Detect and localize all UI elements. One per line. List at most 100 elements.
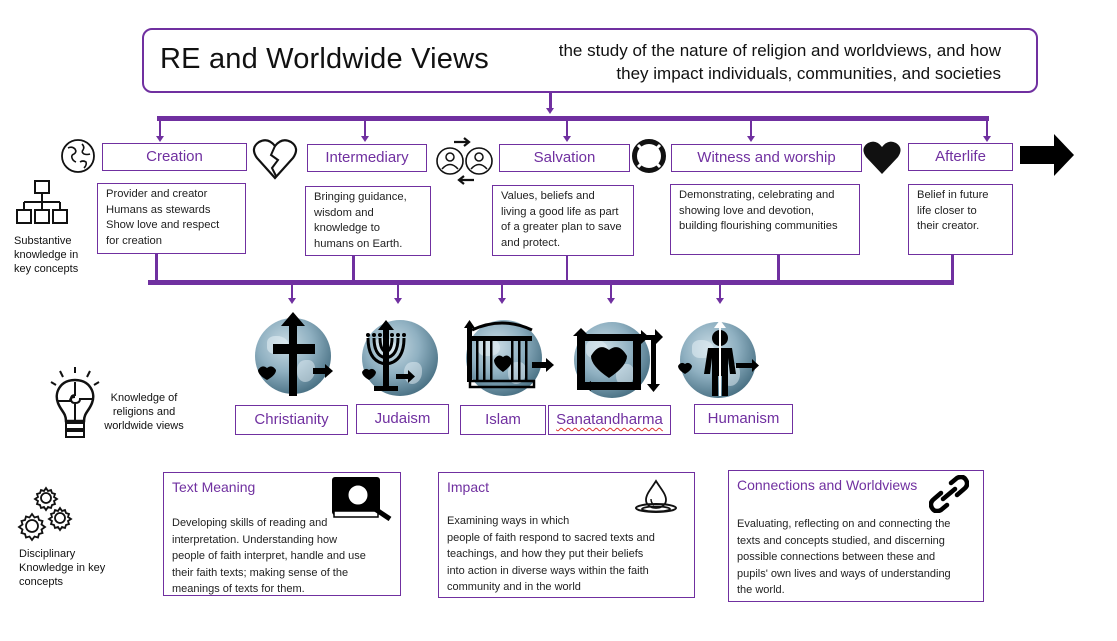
desc-line: Humans as stewards [106,203,211,216]
drop-line-salvation [566,121,568,137]
disciplinary-text: Evaluating, reflecting on and connecting… [737,516,951,599]
text-line: into action in diverse ways within the f… [447,564,649,577]
side-label-line: Knowledge of [110,392,178,404]
religion-label-sanatandharma: Sanatandharma [548,405,671,435]
text-line: possible connections between these and [737,551,936,563]
text-line: the world. [737,584,785,596]
rise-line-afterlife [951,255,954,282]
desc-line: Provider and creator [106,188,208,200]
rise-line-salvation [566,256,568,282]
drop-arrow-humanism [716,298,724,304]
broken-heart-icon [252,138,298,180]
desc-line: Show love and respect [106,219,220,231]
concept-desc-salvation: Values, beliefs and living a good life a… [492,185,634,256]
text-line: Developing skills of reading and [172,517,328,529]
heart-icon [862,140,902,176]
concept-label-afterlife: Afterlife [908,143,1013,171]
concept-desc-witness-and-worship: Demonstrating, celebrating and showing l… [670,184,860,255]
drop-arrow-witness [747,136,755,142]
disciplinary-title: Connections and Worldviews [737,477,918,493]
mosque-gate-icon [464,318,559,396]
desc-line: Belief in future [917,189,989,201]
gears-icon [16,486,78,544]
heart-frame-icon [569,326,675,396]
disciplinary-text: Developing skills of reading and interpr… [172,515,366,598]
concept-label-salvation: Salvation [499,144,630,172]
side-label-line: Knowledge in key [19,562,106,574]
globe-icon [60,138,96,174]
side-label-line: Disciplinary [19,548,76,560]
side-label-line: key concepts [14,263,79,275]
drop-arrow-christianity [288,298,296,304]
connector-arrow [546,108,554,114]
religion-label-judaism: Judaism [356,404,449,434]
subtitle-line-2: they impact individuals, communities, an… [616,64,1001,83]
desc-line: humans on Earth. [314,237,403,250]
concept-label-creation: Creation [102,143,247,171]
text-line: people of faith interpret, handle and us… [172,550,366,562]
page-title: RE and Worldwide Views [160,43,489,75]
drop-line-judaism [397,285,399,299]
desc-line: of a greater plan to save [501,221,622,233]
side-label-line: Substantive [14,235,72,247]
desc-line: building flourishing communities [679,220,838,232]
drop-line-intermediary [364,121,366,137]
religion-label-islam: Islam [460,405,546,435]
drop-arrow-judaism [394,298,402,304]
rise-line-creation [155,254,158,282]
side-label-line: concepts [19,576,64,588]
subtitle-line-1: the study of the nature of religion and … [558,41,1001,60]
side-label-disciplinary: Disciplinary Knowledge in key concepts [19,547,105,589]
concept-desc-intermediary: Bringing guidance, wisdom and knowledge … [305,186,431,256]
drop-line-sanatandharma [610,285,612,299]
drop-line-islam [501,285,503,299]
desc-line: wisdom and [314,206,374,219]
water-drop-icon [633,479,679,515]
hierarchy-icon [16,180,68,226]
side-label-substantive: Substantive knowledge in key concepts [14,234,78,276]
puzzle-lightbulb-icon [48,365,102,443]
drop-arrow-salvation [563,136,571,142]
concept-desc-creation: Provider and creator Humans as stewards … [97,183,246,254]
chain-link-icon [929,475,969,513]
human-figure-icon [676,318,768,398]
concept-label-intermediary: Intermediary [307,144,427,172]
desc-line: and protect. [501,236,561,249]
side-label-line: religions and [112,406,176,418]
menorah-icon [336,318,436,396]
connector-title [549,93,552,111]
religion-label-humanism: Humanism [694,404,793,434]
text-line: interpretation. Understanding how [172,533,338,546]
disciplinary-title: Text Meaning [172,479,256,495]
text-line: texts and concepts studied, and discerni… [737,534,945,547]
right-arrow-icon [1020,134,1076,176]
side-label-line: worldwide views [104,420,184,432]
text-line: people of faith respond to sacred texts … [447,531,655,544]
drop-line-humanism [719,285,721,299]
drop-line-afterlife [986,121,988,137]
drop-arrow-intermediary [361,136,369,142]
drop-arrow-sanatandharma [607,298,615,304]
desc-line: living a good life as part [501,205,619,218]
desc-line: knowledge to [314,222,380,234]
rise-line-witness [777,255,780,282]
concept-desc-afterlife: Belief in future life closer to their cr… [908,184,1013,255]
desc-line: showing love and devotion, [679,204,814,217]
desc-line: Demonstrating, celebrating and [679,189,835,201]
desc-line: Bringing guidance, [314,191,407,203]
text-line: pupils' own lives and ways of understand… [737,567,951,580]
disciplinary-title: Impact [447,479,490,495]
title-box [142,28,1038,93]
text-line: their faith texts; making sense of the [172,566,349,579]
cross-icon [255,312,355,400]
desc-line: their creator. [917,220,980,232]
desc-line: for creation [106,234,162,247]
drop-arrow-afterlife [983,136,991,142]
religion-label-text: Sanatandharma [556,411,663,428]
drop-arrow-creation [156,136,164,142]
text-line: teachings, and how they put their belief… [447,548,644,560]
lifebuoy-icon [631,138,667,174]
disciplinary-box-text-meaning: Text Meaning Developing skills of readin… [163,472,401,596]
religion-label-christianity: Christianity [235,405,348,435]
concept-label-witness-and-worship: Witness and worship [671,144,862,172]
